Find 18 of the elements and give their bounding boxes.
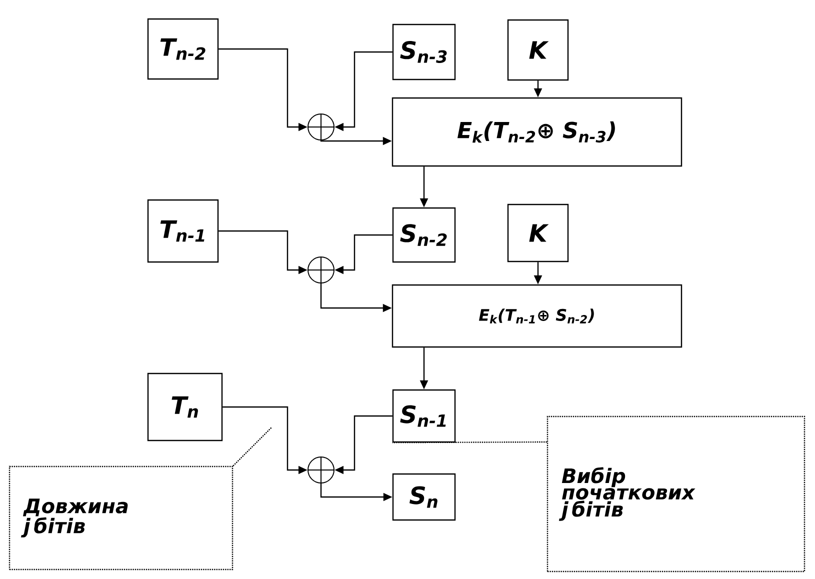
xor-symbol bbox=[308, 114, 334, 140]
block-box: S$_{n-3}$ bbox=[392, 24, 456, 80]
xor-symbol bbox=[308, 456, 334, 484]
block-box: K bbox=[507, 19, 569, 81]
block-box: T$_{n}$ bbox=[147, 372, 223, 442]
note-box: Вибір початкових j бітів bbox=[546, 416, 806, 572]
block-box: E$_{k}$(T$_{n-1}$⊕ S$_{n-2}$) bbox=[392, 284, 682, 348]
block-box: S$_{n-1}$ bbox=[392, 389, 456, 443]
leader-line bbox=[232, 426, 272, 466]
block-box: K bbox=[507, 204, 569, 262]
note-box: Довжина j бітів bbox=[8, 466, 234, 570]
leader-line bbox=[392, 441, 547, 444]
block-box: T$_{n-1}$ bbox=[147, 199, 219, 263]
block-box: S$_{n}$ bbox=[392, 473, 456, 521]
block-box: S$_{n-2}$ bbox=[392, 207, 456, 263]
block-box: T$_{n-2}$ bbox=[147, 18, 219, 80]
block-box: E$_{k}$(T$_{n-2}$⊕ S$_{n-3}$) bbox=[392, 97, 682, 167]
xor-symbol bbox=[308, 256, 334, 284]
